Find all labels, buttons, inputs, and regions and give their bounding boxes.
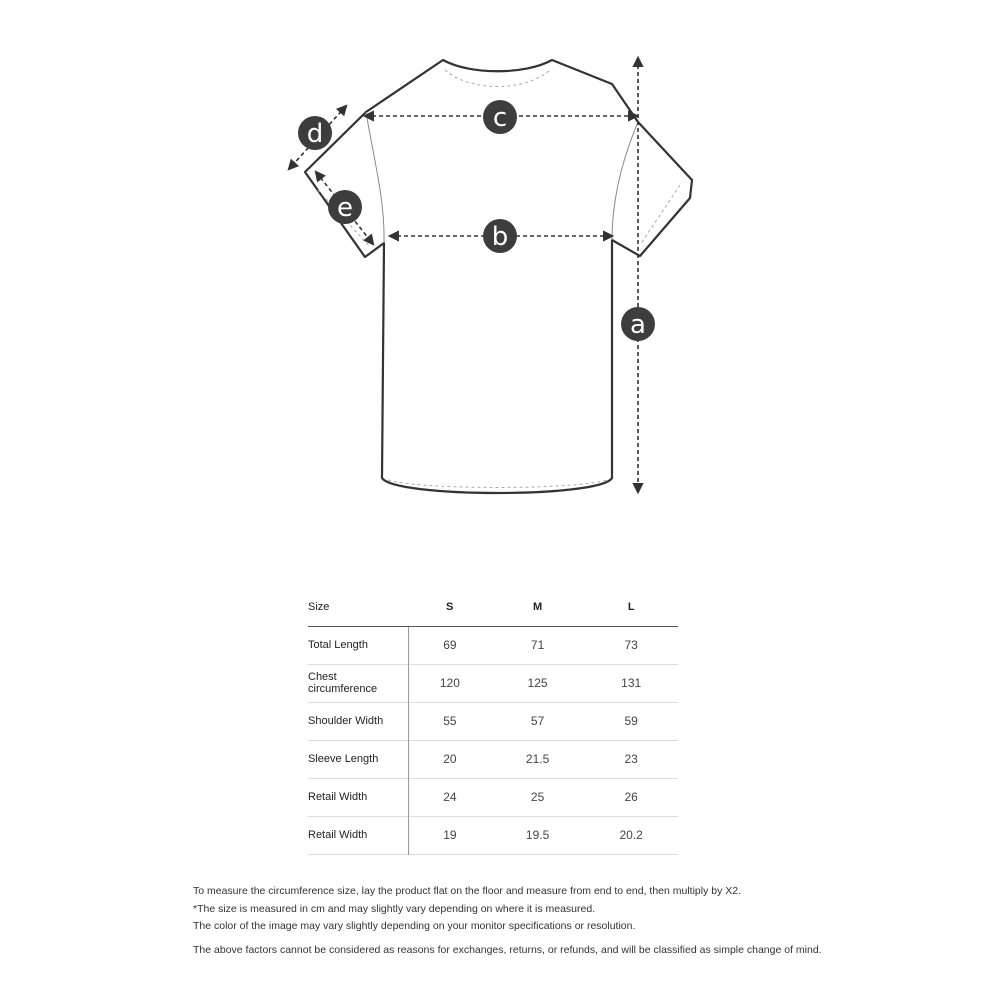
cell-value: 73	[624, 638, 638, 652]
cell-value: 25	[530, 790, 545, 804]
cell-value: 120	[439, 676, 460, 690]
cell-value: 71	[530, 638, 545, 652]
cell-value: 21.5	[525, 752, 550, 766]
table-row: Retail Width 24 25 26	[308, 778, 678, 816]
size-header-s: S	[408, 588, 491, 627]
tshirt-outline	[303, 58, 694, 495]
table-row: Retail Width 19 19.5 20.2	[308, 816, 678, 854]
hem-stitch	[387, 479, 608, 488]
label-c: c	[483, 100, 517, 134]
table-row: Total Length 69 71 73	[308, 626, 678, 664]
note-line: To measure the circumference size, lay t…	[193, 885, 742, 897]
cell-value: 55	[443, 714, 457, 728]
label-b: b	[483, 219, 517, 253]
row-label: Shoulder Width	[308, 702, 409, 740]
measurement-notes: To measure the circumference size, lay t…	[193, 883, 893, 959]
size-header-l: L	[584, 588, 678, 627]
size-header-label: Size	[308, 588, 409, 627]
cell-value: 57	[530, 714, 545, 728]
svg-text:b: b	[492, 222, 509, 252]
table-row: Shoulder Width 55 57 59	[308, 702, 678, 740]
label-a: a	[621, 307, 655, 341]
row-label: Retail Width	[308, 778, 409, 816]
table-row: Chest circumference 120 125 131	[308, 664, 678, 702]
svg-text:a: a	[630, 310, 646, 340]
size-header-m: M	[490, 588, 585, 627]
row-label: Total Length	[308, 626, 409, 664]
cell-value: 23	[624, 752, 638, 766]
shoulder-seam-left	[365, 111, 385, 244]
label-e: e	[328, 190, 362, 224]
table-row: Sleeve Length 20 21.5 23	[308, 740, 678, 778]
note-line: *The size is measured in cm and may slig…	[193, 902, 596, 915]
table-header-row: Size S M L	[308, 588, 678, 627]
cell-value: 24	[443, 790, 457, 804]
neckline-stitch	[444, 69, 551, 87]
shoulder-seam-right	[611, 121, 639, 241]
row-label: Retail Width	[308, 816, 409, 854]
cell-value: 26	[624, 790, 638, 804]
cell-value: 20	[443, 752, 457, 766]
svg-text:d: d	[307, 119, 324, 149]
size-table: Size S M L Total Length 69 71 73 Chest c…	[308, 588, 678, 855]
cell-value: 20.2	[619, 828, 643, 842]
tshirt-measurement-diagram: a b c d e	[287, 55, 694, 495]
label-d: d	[298, 116, 332, 150]
svg-text:c: c	[493, 103, 507, 133]
note-line: The color of the image may vary slightly…	[193, 920, 636, 932]
row-label: Sleeve Length	[308, 740, 409, 778]
row-label: Chest circumference	[308, 664, 409, 702]
cell-value: 69	[443, 638, 457, 652]
cell-value: 19.5	[525, 828, 550, 842]
note-line: The above factors cannot be considered a…	[193, 943, 822, 956]
cell-value: 125	[527, 676, 548, 690]
cell-value: 59	[624, 714, 638, 728]
cell-value: 19	[443, 828, 457, 842]
sleeve-stitch-right	[639, 184, 681, 246]
svg-text:e: e	[337, 193, 353, 223]
cell-value: 131	[621, 676, 642, 690]
